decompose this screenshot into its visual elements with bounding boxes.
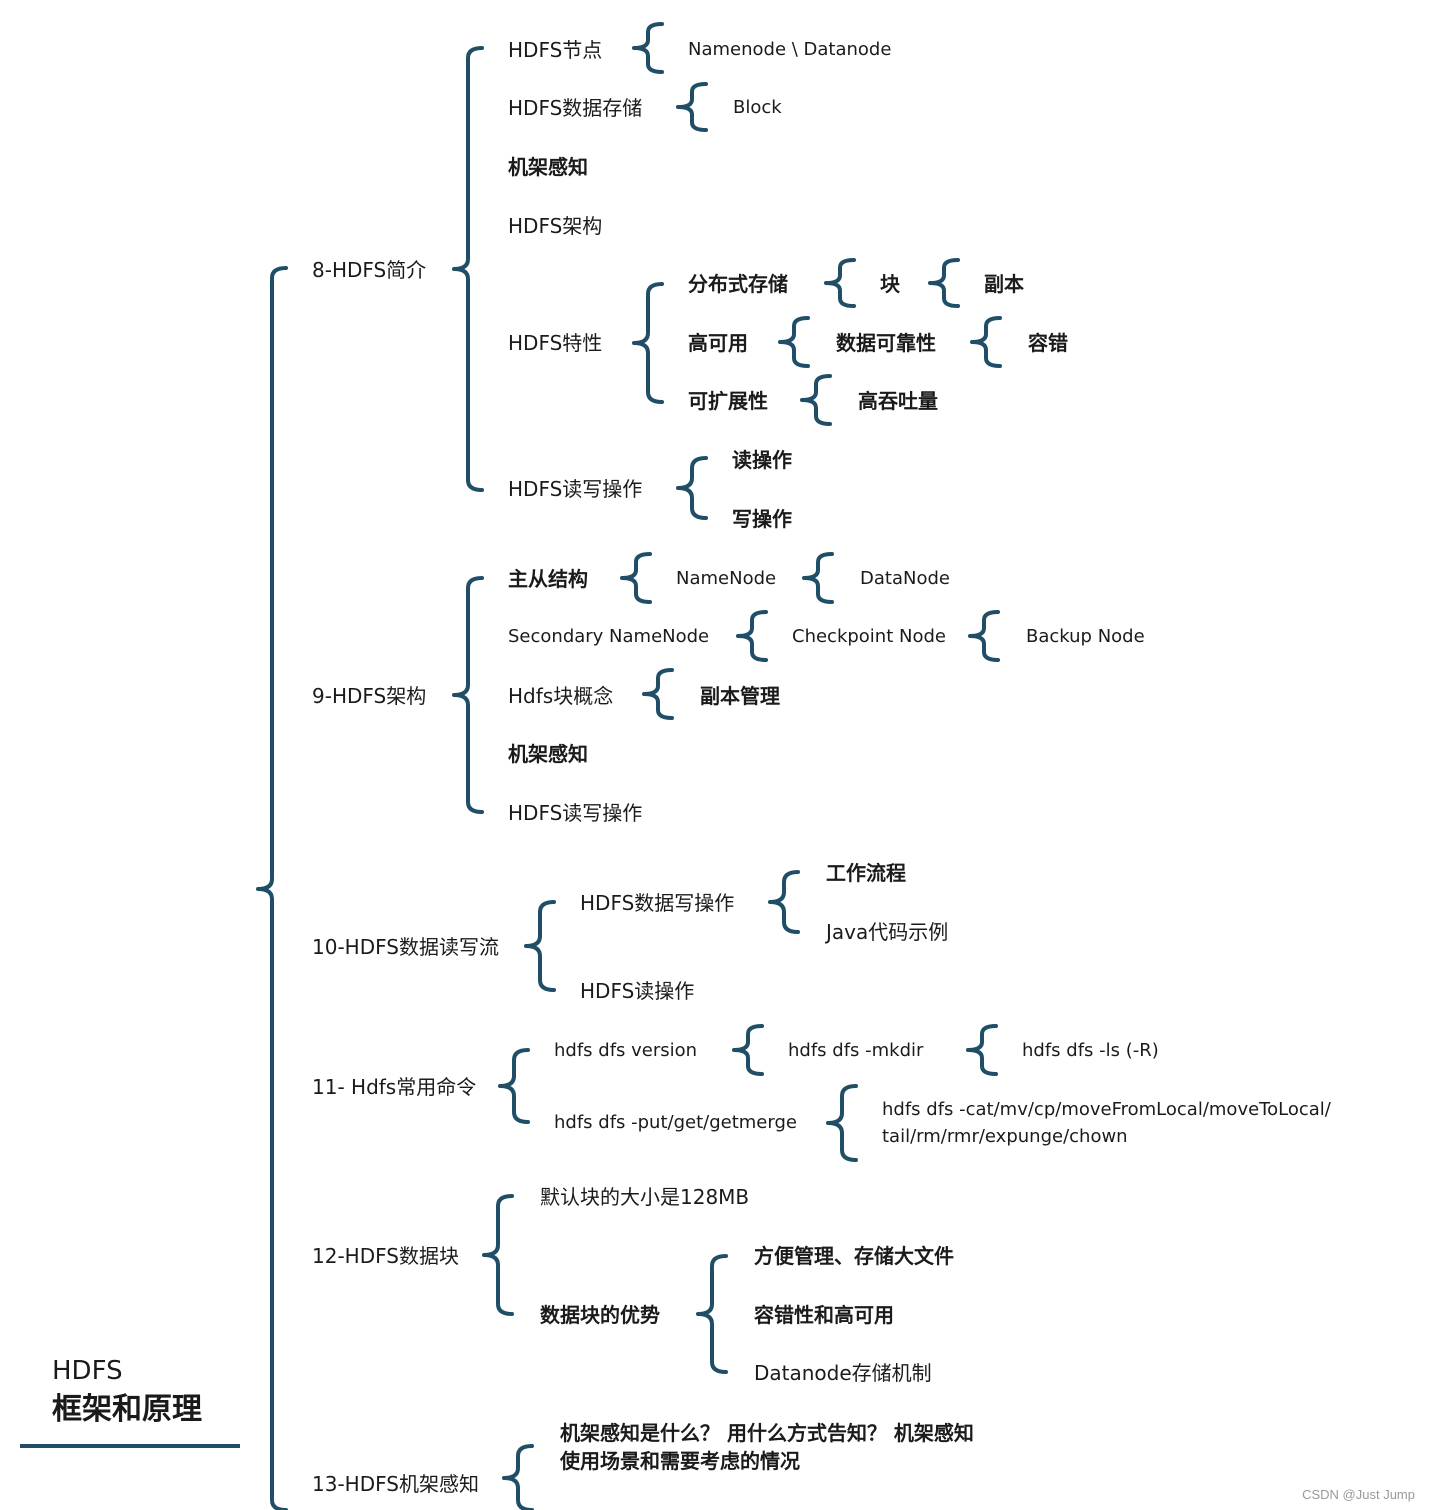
brace-8: [452, 46, 484, 492]
brace-8-5-2: [778, 316, 810, 368]
node-replica-management[interactable]: 副本管理: [700, 684, 780, 708]
brace-11: [498, 1048, 530, 1124]
node-13-hdfs-rack-awareness[interactable]: 13-HDFS机架感知: [312, 1472, 479, 1496]
node-11-hdfs-common-commands[interactable]: 11- Hdfs常用命令: [312, 1075, 477, 1099]
node-cmd-mkdir[interactable]: hdfs dfs -mkdir: [788, 1040, 924, 1061]
node-write-op[interactable]: 写操作: [732, 507, 792, 531]
node-hdfs-read-op[interactable]: HDFS读操作: [580, 979, 695, 1003]
brace-8-5-2-1: [970, 316, 1002, 368]
node-backup-node[interactable]: Backup Node: [1026, 626, 1145, 647]
root-title-line2: 框架和原理: [52, 1392, 202, 1427]
node-fault-tolerance[interactable]: 容错: [1028, 331, 1068, 355]
node-block-advantages[interactable]: 数据块的优势: [540, 1303, 660, 1327]
node-fault-tolerance-ha[interactable]: 容错性和高可用: [754, 1303, 894, 1327]
brace-8-5-1: [824, 258, 856, 308]
brace-12-2: [696, 1254, 728, 1374]
brace-8-5-1-1: [928, 258, 960, 308]
node-java-code-example[interactable]: Java代码示例: [826, 920, 949, 944]
node-distributed-storage[interactable]: 分布式存储: [688, 272, 788, 296]
node-checkpoint-node[interactable]: Checkpoint Node: [792, 626, 946, 647]
brace-11-1: [732, 1024, 764, 1076]
brace-12: [482, 1194, 514, 1316]
brace-root: [256, 266, 288, 1510]
node-high-throughput[interactable]: 高吞吐量: [858, 389, 938, 413]
node-hdfs-block-concept[interactable]: Hdfs块概念: [508, 684, 614, 708]
node-12-hdfs-data-block[interactable]: 12-HDFS数据块: [312, 1244, 459, 1268]
node-cmd-cat-mv-line2[interactable]: tail/rm/rmr/expunge/chown: [882, 1126, 1128, 1147]
brace-11-2: [826, 1084, 858, 1162]
brace-10: [524, 900, 556, 992]
node-namenode-datanode[interactable]: Namenode \ Datanode: [688, 39, 892, 60]
node-hdfs-nodes[interactable]: HDFS节点: [508, 38, 603, 62]
watermark: CSDN @Just Jump: [1302, 1487, 1415, 1502]
root-title-line1: HDFS: [52, 1356, 123, 1386]
brace-8-5: [632, 282, 664, 404]
brace-8-6: [676, 456, 708, 520]
brace-10-1: [768, 870, 800, 934]
node-hdfs-rw-ops-9[interactable]: HDFS读写操作: [508, 801, 643, 825]
node-work-flow[interactable]: 工作流程: [826, 861, 906, 885]
brace-9-2: [736, 610, 768, 662]
brace-8-5-3: [800, 374, 832, 426]
brace-11-1-1: [966, 1024, 998, 1076]
node-secondary-namenode[interactable]: Secondary NameNode: [508, 626, 710, 647]
node-rack-awareness-desc-line2[interactable]: 使用场景和需要考虑的情况: [560, 1449, 800, 1473]
node-10-hdfs-data-rw-flow[interactable]: 10-HDFS数据读写流: [312, 935, 499, 959]
node-default-block-size[interactable]: 默认块的大小是128MB: [540, 1185, 750, 1209]
node-data-reliability[interactable]: 数据可靠性: [836, 331, 936, 355]
node-replica[interactable]: 副本: [984, 272, 1024, 296]
node-read-op[interactable]: 读操作: [732, 448, 792, 472]
node-block-cn[interactable]: 块: [880, 272, 900, 296]
node-rack-awareness-8[interactable]: 机架感知: [508, 155, 588, 179]
node-rack-awareness-9[interactable]: 机架感知: [508, 742, 588, 766]
brace-13: [502, 1444, 534, 1510]
node-hdfs-rw-ops-8[interactable]: HDFS读写操作: [508, 477, 643, 501]
braces-layer: [256, 22, 1002, 1510]
node-namenode[interactable]: NameNode: [676, 568, 777, 589]
node-cmd-ls[interactable]: hdfs dfs -ls (-R): [1022, 1040, 1159, 1061]
node-datanode-storage[interactable]: Datanode存储机制: [754, 1361, 932, 1385]
brace-9-2-1: [968, 610, 1000, 662]
node-cmd-version[interactable]: hdfs dfs version: [554, 1040, 698, 1061]
node-9-hdfs-architecture[interactable]: 9-HDFS架构: [312, 684, 427, 708]
node-hdfs-architecture-8[interactable]: HDFS架构: [508, 214, 603, 238]
node-8-hdfs-intro[interactable]: 8-HDFS简介: [312, 258, 427, 282]
node-high-availability[interactable]: 高可用: [688, 331, 748, 355]
brace-9: [452, 576, 484, 814]
node-cmd-put-get-getmerge[interactable]: hdfs dfs -put/get/getmerge: [554, 1112, 797, 1133]
node-manage-large-files[interactable]: 方便管理、存储大文件: [754, 1244, 954, 1268]
node-datanode[interactable]: DataNode: [860, 568, 950, 589]
brace-8-1: [632, 22, 664, 74]
brace-8-2: [676, 82, 708, 132]
node-master-slave[interactable]: 主从结构: [508, 567, 588, 591]
node-hdfs-data-write-op[interactable]: HDFS数据写操作: [580, 891, 735, 915]
node-rack-awareness-desc-line1[interactable]: 机架感知是什么？ 用什么方式告知？ 机架感知: [560, 1421, 974, 1445]
node-scalability[interactable]: 可扩展性: [688, 389, 768, 413]
brace-9-1-1: [802, 552, 834, 604]
brace-9-1: [620, 552, 652, 604]
node-hdfs-features[interactable]: HDFS特性: [508, 331, 603, 355]
brace-9-3: [642, 668, 674, 720]
node-cmd-cat-mv-line1[interactable]: hdfs dfs -cat/mv/cp/moveFromLocal/moveTo…: [882, 1099, 1331, 1120]
node-hdfs-data-storage[interactable]: HDFS数据存储: [508, 96, 643, 120]
node-block[interactable]: Block: [733, 97, 782, 118]
